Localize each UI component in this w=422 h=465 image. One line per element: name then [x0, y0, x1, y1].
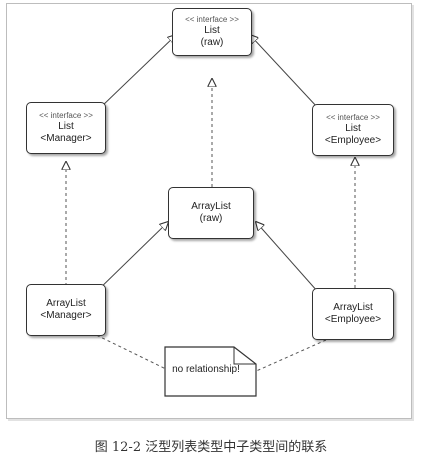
- edge-arraylist-employee-to-arraylist-raw: [256, 222, 319, 293]
- type-param: <Manager>: [40, 310, 92, 321]
- note-shape: [164, 346, 257, 397]
- list-raw-interface: << interface >> List (raw): [172, 8, 252, 56]
- type-param: (raw): [199, 213, 223, 224]
- type-param: (raw): [200, 37, 224, 48]
- arraylist-employee-class: ArrayList <Employee>: [312, 288, 394, 340]
- note-box: no relationship!: [164, 346, 258, 398]
- edge-list-employee-to-list-raw: [250, 35, 319, 109]
- list-employee-interface: << interface >> List <Employee>: [312, 104, 394, 156]
- arraylist-manager-class: ArrayList <Manager>: [26, 284, 106, 336]
- list-manager-interface: << interface >> List <Manager>: [26, 102, 106, 154]
- class-name: ArrayList: [333, 302, 373, 313]
- stereotype-label: << interface >>: [185, 15, 239, 24]
- type-param: <Manager>: [40, 133, 92, 144]
- type-param: <Employee>: [324, 314, 382, 325]
- edge-arraylist-manager-to-arraylist-raw: [91, 222, 168, 297]
- note-link-manager: [85, 329, 169, 371]
- stereotype-label: << interface >>: [39, 111, 93, 120]
- class-name: ArrayList: [191, 201, 231, 212]
- arraylist-raw-class: ArrayList (raw): [168, 187, 254, 239]
- edge-list-manager-to-list-raw: [99, 35, 176, 109]
- class-name: ArrayList: [46, 298, 86, 309]
- class-name: List: [345, 123, 361, 134]
- type-param: <Employee>: [324, 135, 382, 146]
- note-link-employee: [253, 339, 327, 373]
- note-text: no relationship!: [172, 364, 240, 375]
- class-name: List: [58, 121, 74, 132]
- figure-caption: 图 12-2 泛型列表类型中子类型间的联系: [94, 440, 328, 455]
- stereotype-label: << interface >>: [326, 113, 380, 122]
- class-name: List: [204, 25, 220, 36]
